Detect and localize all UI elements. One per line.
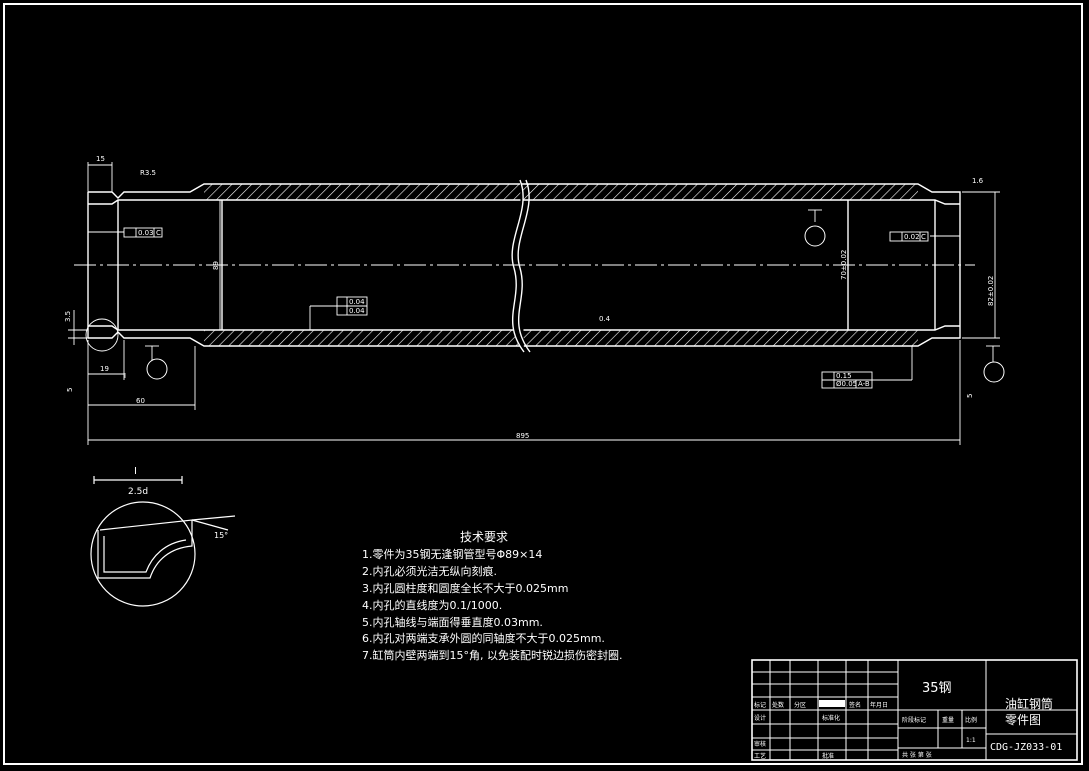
wall-hatch-top <box>204 184 918 200</box>
dim-dia82: 82±0.02 <box>987 276 995 306</box>
dim-dia89: 89 <box>212 261 220 270</box>
dim-dia70: 70±0.02 <box>840 250 848 280</box>
tb-sheets: 共 张 第 张 <box>902 751 932 759</box>
mark-i: I <box>124 372 126 380</box>
tech-req-item: 2.内孔必须光洁无纵向刻痕. <box>362 564 497 578</box>
gdt-right-tol: 0.02 <box>904 233 920 241</box>
dim-5-left: 5 <box>66 388 74 392</box>
dim-895: 895 <box>516 432 529 440</box>
title-block <box>751 659 1078 761</box>
gdt-mid-round: 0.04 <box>349 298 365 306</box>
tb-h-date: 年月日 <box>870 701 888 709</box>
gdt-left-datum: C <box>156 229 161 237</box>
tech-req-item: 4.内孔的直线度为0.1/1000. <box>362 598 502 612</box>
tech-requirements: 技术要求 1.零件为35钢无逢钢管型号Φ89×14 2.内孔必须光洁无纵向刻痕.… <box>362 530 622 662</box>
tb-h-sign: 签名 <box>849 701 861 709</box>
tb-material: 35钢 <box>922 681 952 696</box>
datum-b-bubble <box>983 361 1005 383</box>
gdt-left-tol: 0.03 <box>138 229 154 237</box>
tech-req-item: 7.缸筒内壁两端到15°角, 以免装配时锐边损伤密封圈. <box>362 648 622 662</box>
tb-part-name-2: 零件图 <box>1005 713 1041 727</box>
gdt-frames <box>85 209 1000 389</box>
tech-req-item: 1.零件为35钢无逢钢管型号Φ89×14 <box>362 547 542 561</box>
tb-scale: 1:1 <box>966 737 976 744</box>
gdt-br-perp: 0.15 <box>836 372 852 380</box>
tb-h-weight: 重量 <box>942 716 954 724</box>
tb-h-mark: 标记 <box>754 701 766 709</box>
tb-h-count: 处数 <box>772 701 784 709</box>
dim-r35: R3.5 <box>140 169 156 177</box>
roughness-a: 1.6 <box>972 177 984 185</box>
tb-h-ratio: 比例 <box>965 716 977 724</box>
tb-h-stage: 阶段标记 <box>902 716 926 724</box>
tb-h-process: 工艺 <box>754 752 766 760</box>
tech-req-title: 技术要求 <box>460 530 508 544</box>
gdt-right-datum: C <box>921 233 926 241</box>
tech-req-item: 3.内孔圆柱度和圆度全长不大于0.025mm <box>362 581 568 595</box>
dim-3-5: 3.5 <box>64 311 72 322</box>
tech-req-item: 6.内孔对两端支承外圆的同轴度不大于0.025mm. <box>362 631 605 645</box>
tb-h-review: 审核 <box>754 740 766 748</box>
tb-drawing-no: CDG-JZ033-01 <box>990 742 1062 753</box>
dim-19: 19 <box>100 365 109 373</box>
tb-h-std: 标准化 <box>822 714 840 722</box>
datum-a-bubble <box>146 358 168 380</box>
detail-label: I <box>134 466 137 477</box>
tech-req-item: 5.内孔轴线与端面得垂直度0.03mm. <box>362 615 543 629</box>
tb-h-design: 设计 <box>754 714 766 722</box>
dim-60: 60 <box>136 397 145 405</box>
tb-h-zone: 分区 <box>794 701 806 709</box>
detail-view <box>90 476 236 607</box>
wall-hatch-bottom <box>204 330 918 346</box>
gdt-br-coax: Ø0.05 <box>836 380 857 388</box>
detail-dim-2-5: 2.5d <box>128 487 148 497</box>
title-block-filled-cell <box>819 700 845 707</box>
dimension-lines <box>68 162 1000 445</box>
roughness-b: 0.4 <box>599 315 611 323</box>
dim-15: 15 <box>96 155 105 163</box>
detail-angle: 15° <box>214 531 228 540</box>
gdt-br-datum: A-B <box>858 380 870 388</box>
dim-5-right: 5 <box>966 394 974 398</box>
gdt-mid-cyl: 0.04 <box>349 307 365 315</box>
tb-h-approve: 批准 <box>822 752 834 760</box>
break-line <box>511 179 525 353</box>
sheet-border <box>3 3 1083 765</box>
datum-c-bubble <box>804 225 826 247</box>
tb-part-name-1: 油缸钢筒 <box>1005 696 1053 711</box>
